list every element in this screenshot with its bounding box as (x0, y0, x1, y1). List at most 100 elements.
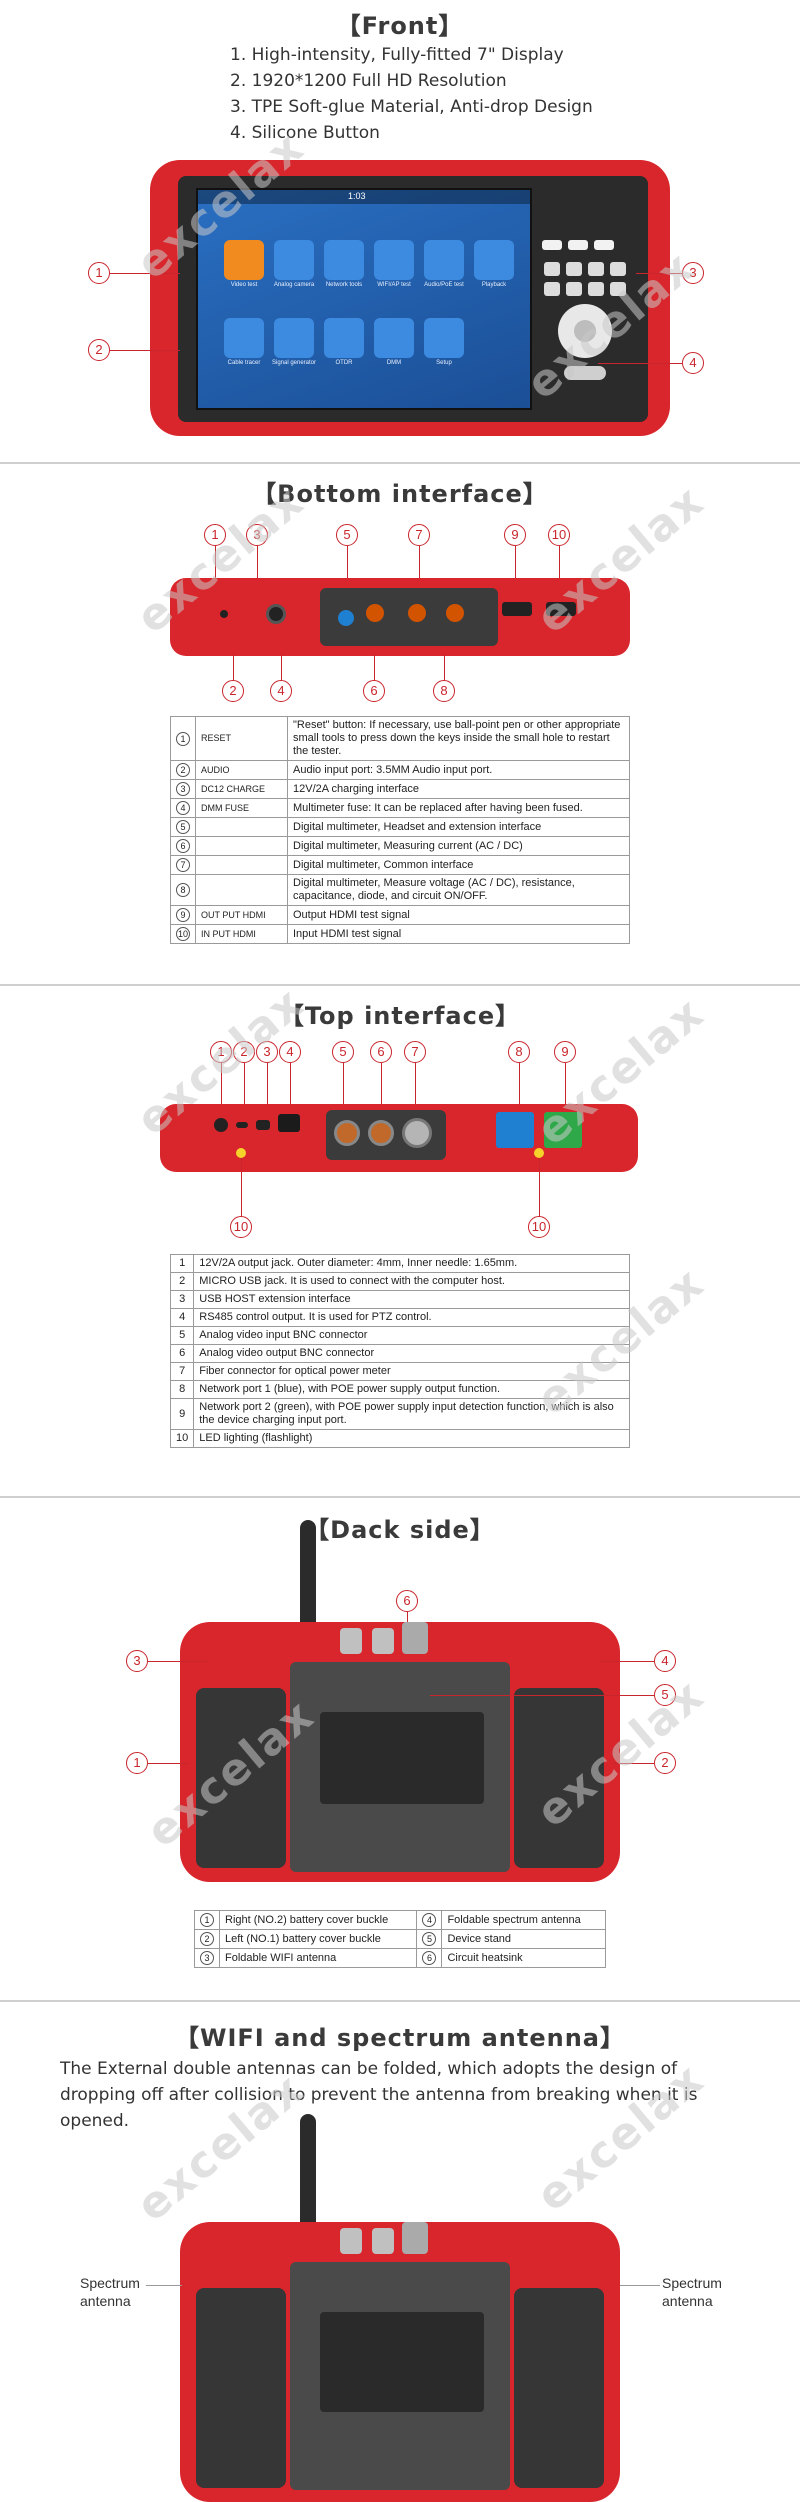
bottom-callout-3: 3 (246, 524, 268, 546)
row-number-cell: 1 (169, 1254, 195, 1273)
row-port-name: RESET (195, 716, 288, 761)
top-leader (343, 1063, 344, 1113)
row-number: 8 (179, 1383, 186, 1395)
bottom-leader (257, 546, 258, 586)
row-port-name: IN PUT HDMI (195, 924, 288, 944)
app-label-7: Cable tracer (227, 360, 261, 366)
bottom-callout-7: 7 (408, 524, 430, 546)
bnc-video-out[interactable] (368, 1120, 394, 1146)
app-label-11: Setup (436, 360, 452, 366)
dmm-jack-8[interactable] (446, 604, 464, 622)
usb-host-port[interactable] (256, 1120, 270, 1130)
row-number-cell: 6 (170, 836, 196, 856)
network-port-1-blue[interactable] (496, 1112, 534, 1148)
row-number-cell: 10 (170, 924, 196, 944)
dpad-center-button[interactable] (574, 320, 596, 342)
reset-hole[interactable] (220, 610, 228, 618)
top-leader (267, 1063, 268, 1113)
keypad-key[interactable] (610, 282, 626, 296)
hdmi-out-port[interactable] (502, 602, 532, 616)
app-tile-signal-generator[interactable] (274, 318, 314, 358)
bnc-video-in[interactable] (334, 1120, 360, 1146)
circuit-heatsink (320, 1712, 484, 1804)
row-description: Circuit heatsink (441, 1948, 606, 1968)
keypad-key[interactable] (542, 240, 562, 250)
app-tile-otdr[interactable] (324, 318, 364, 358)
row-description: 12V/2A charging interface (287, 779, 630, 799)
front-callout-3: 3 (682, 262, 704, 284)
app-tile-wifi-test[interactable] (374, 240, 414, 280)
antenna-bnc-2 (372, 2228, 394, 2254)
app-tile-cable-tracer[interactable] (224, 318, 264, 358)
network-port-2-green[interactable] (544, 1112, 582, 1148)
micro-usb-jack[interactable] (236, 1122, 248, 1128)
keypad-key[interactable] (594, 240, 614, 250)
keypad-key[interactable] (544, 282, 560, 296)
keypad-key[interactable] (566, 282, 582, 296)
top-callout-8: 8 (508, 1041, 530, 1063)
app-tile-setup[interactable] (424, 318, 464, 358)
back-leader-5 (430, 1695, 654, 1696)
dc-output-jack[interactable] (214, 1118, 228, 1132)
top-leader (539, 1158, 540, 1218)
keypad-key[interactable] (610, 262, 626, 276)
antenna-bnc-1 (340, 2228, 362, 2254)
row-number: 7 (176, 858, 190, 872)
row-number: 3 (179, 1293, 186, 1305)
keypad-key[interactable] (544, 262, 560, 276)
app-tile-network-tools[interactable] (324, 240, 364, 280)
row-description: MICRO USB jack. It is used to connect wi… (193, 1272, 630, 1291)
app-tile-video-test[interactable] (224, 240, 264, 280)
hdmi-in-port[interactable] (546, 602, 576, 616)
row-number-cell: 3 (194, 1948, 220, 1968)
app-tile-audio-poe[interactable] (424, 240, 464, 280)
top-leader (290, 1063, 291, 1113)
app-tile-dmm[interactable] (374, 318, 414, 358)
bottom-callout-2: 2 (222, 680, 244, 702)
top-leader (415, 1063, 416, 1113)
rs485-terminal[interactable] (278, 1114, 300, 1132)
row-description: Network port 1 (blue), with POE power su… (193, 1380, 630, 1399)
divider-1 (0, 462, 800, 464)
back-callout-2: 2 (654, 1752, 676, 1774)
power-button[interactable] (564, 366, 606, 380)
keypad-key[interactable] (588, 262, 604, 276)
keypad-key[interactable] (588, 282, 604, 296)
dc12-charge-port[interactable] (266, 604, 286, 624)
screen-status-bar (198, 190, 530, 204)
row-description: Audio input port: 3.5MM Audio input port… (287, 760, 630, 780)
row-number: 10 (176, 927, 190, 941)
app-tile-analog-camera[interactable] (274, 240, 314, 280)
front-feature-1: 1. High-intensity, Fully-fitted 7" Displ… (230, 45, 564, 65)
row-description: Analog video output BNC connector (193, 1344, 630, 1363)
app-tile-playback[interactable] (474, 240, 514, 280)
keypad-key[interactable] (566, 262, 582, 276)
dmm-jack-6[interactable] (366, 604, 384, 622)
back-title: 【Dack side】 (305, 1516, 495, 1544)
row-number-cell: 8 (169, 1380, 195, 1399)
dmm-jack-7[interactable] (408, 604, 426, 622)
spectrum-antenna-right-leader (620, 2285, 660, 2286)
row-number: 8 (176, 883, 190, 897)
row-number: 5 (176, 820, 190, 834)
row-port-name: DMM FUSE (195, 798, 288, 818)
fiber-connector[interactable] (402, 1118, 432, 1148)
top-callout-10-left: 10 (230, 1216, 252, 1238)
row-number-cell: 2 (194, 1929, 220, 1949)
antenna-title: 【WIFI and spectrum antenna】 (174, 2024, 626, 2052)
keypad-key[interactable] (568, 240, 588, 250)
row-port-name: DC12 CHARGE (195, 779, 288, 799)
dmm-jack-5[interactable] (338, 610, 354, 626)
antenna-section: 【WIFI and spectrum antenna】 The External… (0, 2002, 800, 2502)
row-number-cell: 4 (169, 1308, 195, 1327)
bottom-leader (419, 546, 420, 586)
row-description: LED lighting (flashlight) (193, 1429, 630, 1448)
app-label-8: Signal generator (271, 360, 317, 366)
